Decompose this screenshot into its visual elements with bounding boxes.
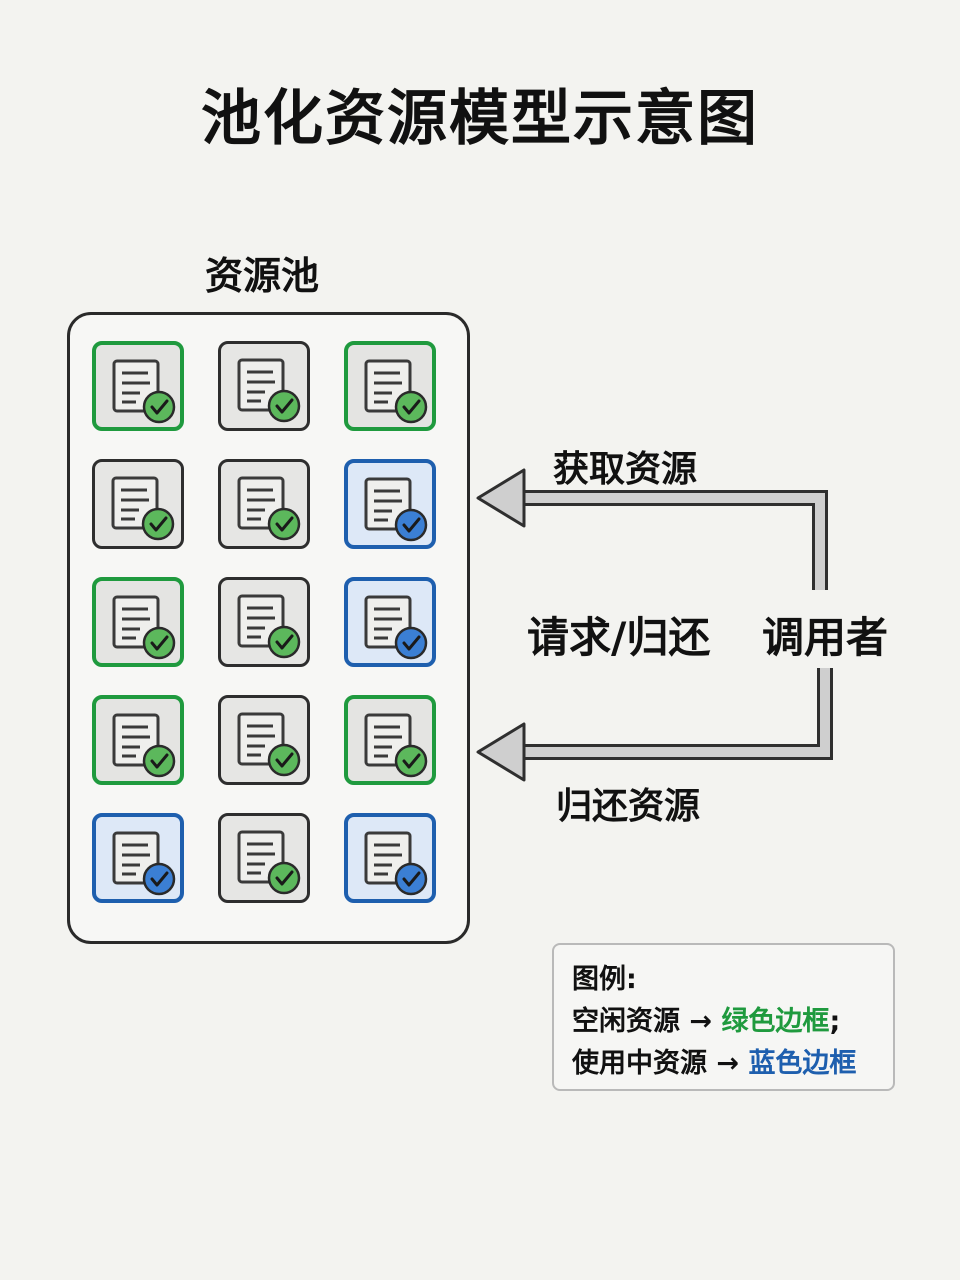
resource-cell-plain bbox=[218, 341, 310, 431]
resource-document-icon bbox=[237, 476, 301, 541]
resource-cell-busy bbox=[344, 577, 436, 667]
acquire-arrow-line bbox=[522, 490, 828, 590]
resource-cell-busy bbox=[344, 459, 436, 549]
resource-document-icon bbox=[364, 831, 428, 896]
resource-cell-idle bbox=[92, 577, 184, 667]
return-arrowhead bbox=[476, 722, 526, 782]
legend-box: 图例: 空闲资源 → 绿色边框; 使用中资源 → 蓝色边框 bbox=[552, 943, 895, 1091]
acquire-label: 获取资源 bbox=[553, 449, 698, 490]
resource-cell-idle bbox=[344, 695, 436, 785]
resource-cell-plain bbox=[218, 695, 310, 785]
resource-document-icon bbox=[112, 595, 176, 660]
legend-idle-row: 空闲资源 → 绿色边框; bbox=[572, 1001, 893, 1043]
resource-cell-plain bbox=[218, 459, 310, 549]
legend-busy-color: 蓝色边框 bbox=[748, 1048, 857, 1079]
resource-cell-busy bbox=[92, 813, 184, 903]
resource-pool-label: 资源池 bbox=[205, 254, 320, 298]
resource-document-icon bbox=[111, 476, 175, 541]
resource-cell-plain bbox=[92, 459, 184, 549]
resource-document-icon bbox=[237, 358, 301, 423]
resource-cell-plain bbox=[218, 813, 310, 903]
resource-document-icon bbox=[237, 712, 301, 777]
resource-document-icon bbox=[237, 594, 301, 659]
resource-cell-idle bbox=[92, 341, 184, 431]
request-return-label: 请求/归还 bbox=[527, 613, 711, 662]
legend-heading: 图例: bbox=[572, 964, 637, 995]
resource-document-icon bbox=[112, 359, 176, 424]
page-title: 池化资源模型示意图 bbox=[201, 84, 759, 154]
resource-document-icon bbox=[237, 830, 301, 895]
resource-cell-plain bbox=[218, 577, 310, 667]
legend-idle-prefix: 空闲资源 → bbox=[572, 1006, 722, 1037]
resource-document-icon bbox=[112, 831, 176, 896]
resource-cell-idle bbox=[344, 341, 436, 431]
resource-document-icon bbox=[364, 595, 428, 660]
acquire-arrowhead bbox=[476, 468, 526, 528]
resource-cell-idle bbox=[92, 695, 184, 785]
resource-document-icon bbox=[112, 713, 176, 778]
resource-document-icon bbox=[364, 713, 428, 778]
return-arrow-line bbox=[522, 668, 833, 760]
legend-busy-prefix: 使用中资源 → bbox=[572, 1048, 749, 1079]
resource-document-icon bbox=[364, 359, 428, 424]
resource-cell-busy bbox=[344, 813, 436, 903]
caller-label: 调用者 bbox=[762, 613, 889, 662]
resource-pool bbox=[67, 312, 470, 944]
legend-busy-row: 使用中资源 → 蓝色边框 bbox=[572, 1043, 893, 1085]
legend-idle-color: 绿色边框 bbox=[721, 1006, 830, 1037]
resource-document-icon bbox=[364, 477, 428, 542]
return-label: 归还资源 bbox=[556, 786, 701, 827]
legend-idle-suffix: ; bbox=[829, 1006, 841, 1037]
